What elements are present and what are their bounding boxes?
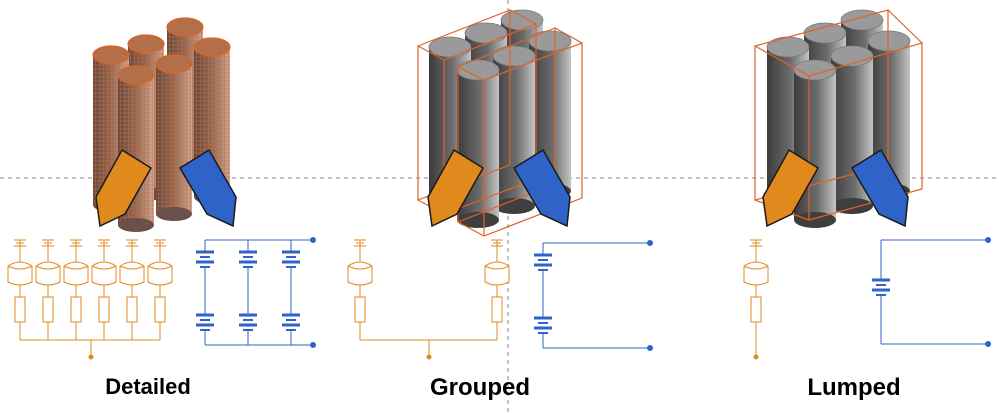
thermal-arrow-icon <box>427 148 485 228</box>
detailed-label: Detailed <box>105 374 191 399</box>
grouped-label: Grouped <box>430 374 530 401</box>
thermal-arrow-icon <box>95 148 153 228</box>
detailed-battery-circuit <box>194 237 316 348</box>
detailed-thermal-network <box>7 239 173 360</box>
thermal-arrow-icon <box>762 148 820 228</box>
lumped-label: Lumped <box>807 374 901 401</box>
lumped-thermal-network <box>743 239 769 360</box>
electrical-arrow-icon <box>512 148 571 228</box>
electrical-arrow-icon <box>850 148 909 228</box>
grouped-battery-circuit <box>532 240 653 351</box>
electrical-arrow-icon <box>178 148 237 228</box>
lumped-battery-circuit <box>870 237 991 347</box>
grouped-thermal-network <box>347 239 510 360</box>
